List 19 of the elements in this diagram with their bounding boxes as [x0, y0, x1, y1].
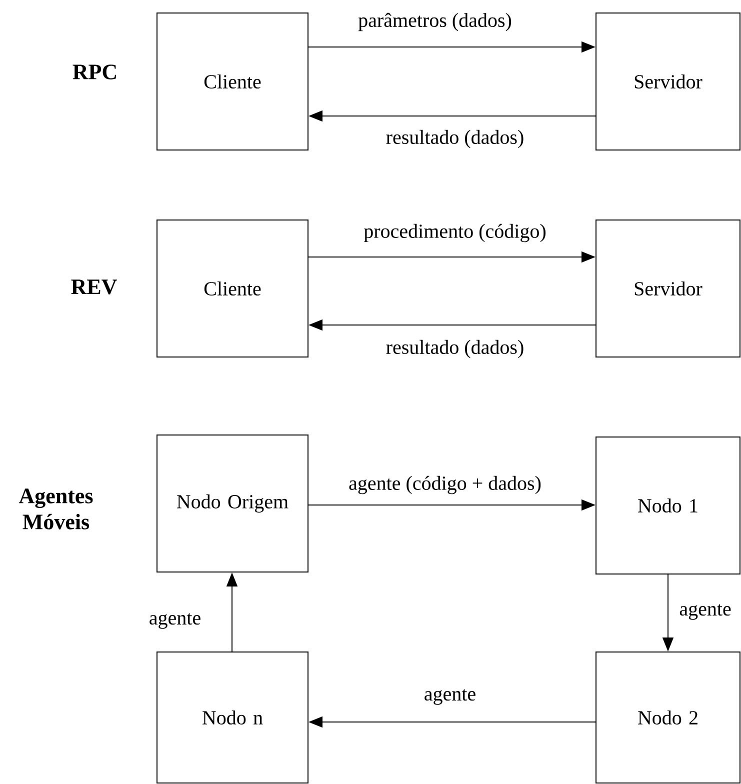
- edge-label: agente: [678, 603, 732, 621]
- process-box: Cliente: [156, 12, 308, 150]
- process-box: Nodo 1: [596, 436, 740, 574]
- section-label: REV: [71, 280, 117, 294]
- process-box: Servidor: [596, 12, 740, 150]
- edge-label: agente (código + dados): [348, 474, 542, 496]
- edge-label: resultado (dados): [384, 338, 526, 360]
- process-box: Nodo Origem: [156, 434, 308, 572]
- process-box: Nodo n: [156, 652, 308, 784]
- section-label: RPC: [72, 64, 116, 80]
- edge-label: agente: [148, 612, 202, 630]
- process-box: Nodo 2: [596, 652, 740, 784]
- section-label: Agentes Móveis: [18, 488, 93, 530]
- process-box: Servidor: [596, 220, 740, 358]
- edge-label: parâmetros (dados): [357, 12, 513, 32]
- process-box: Cliente: [156, 220, 308, 358]
- edge-label: procedimento (código): [362, 222, 548, 244]
- edge-label: agente: [422, 688, 478, 706]
- edge-label: resultado (dados): [384, 128, 526, 150]
